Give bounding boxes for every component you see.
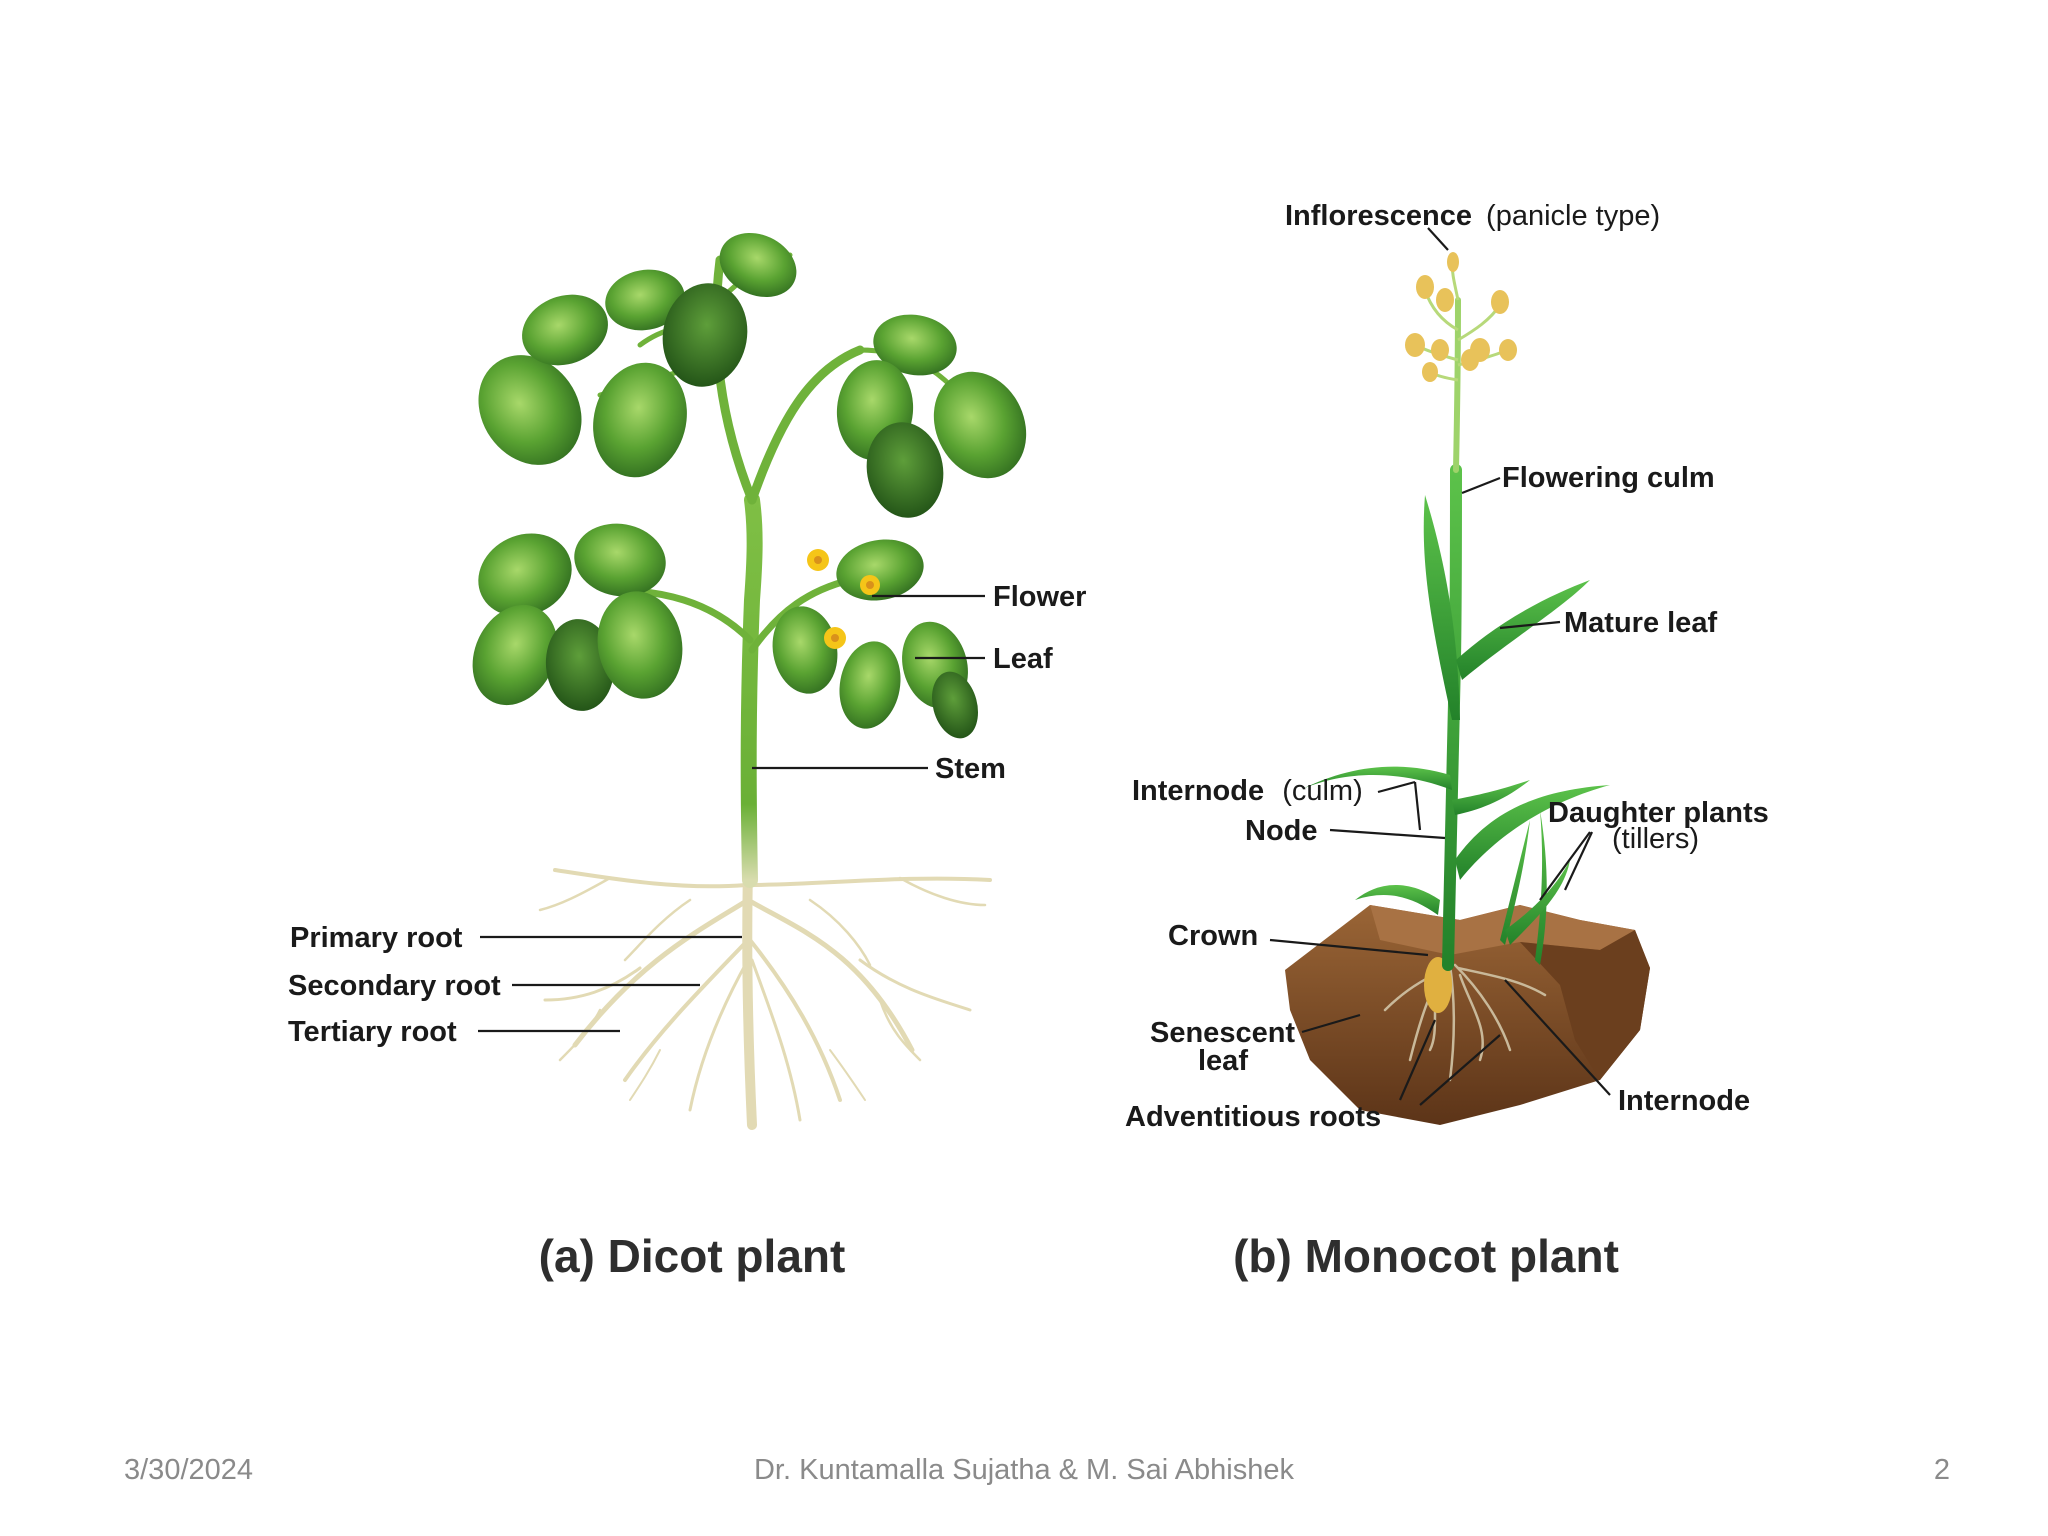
label-crown: Crown	[1168, 920, 1258, 952]
label-adventitious-roots: Adventitious roots	[1125, 1101, 1381, 1133]
label-node: Node	[1245, 815, 1318, 847]
label-internode-culm-note: (culm)	[1282, 775, 1363, 807]
caption-monocot: (b) Monocot plant	[1233, 1230, 1619, 1282]
label-inflorescence-note: (panicle type)	[1486, 200, 1660, 232]
label-primary-root: Primary root	[290, 922, 463, 954]
label-senescent-leaf-line2: leaf	[1198, 1045, 1248, 1077]
label-flower: Flower	[993, 581, 1086, 613]
label-leaf: Leaf	[993, 643, 1053, 675]
label-stem: Stem	[935, 753, 1006, 785]
label-tertiary-root: Tertiary root	[288, 1016, 457, 1048]
dicot-leaves	[472, 232, 1027, 739]
label-daughter-plants: Daughter plants	[1548, 797, 1769, 829]
label-secondary-root: Secondary root	[288, 970, 501, 1002]
label-senescent-leaf-line1: Senescent	[1150, 1017, 1295, 1049]
dicot-plant-illustration	[472, 232, 1027, 1130]
monocot-leaves	[1300, 495, 1610, 965]
label-internode-culm: Internode (culm)	[1132, 775, 1363, 807]
monocot-adventitious-roots	[1383, 963, 1547, 1082]
caption-dicot: (a) Dicot plant	[539, 1230, 846, 1282]
dicot-flowers	[807, 549, 880, 649]
footer-author: Dr. Kuntamalla Sujatha & M. Sai Abhishek	[753, 1454, 1294, 1486]
monocot-panicle	[1405, 252, 1517, 382]
monocot-leader-lines	[1269, 227, 1611, 1106]
monocot-senescent-leaf	[1424, 957, 1452, 1013]
monocot-soil	[1285, 905, 1650, 1125]
footer-page-number: 2	[1933, 1454, 1950, 1486]
label-inflorescence: Inflorescence (panicle type)	[1285, 200, 1660, 232]
label-daughter-plants-note: (tillers)	[1612, 823, 1699, 855]
label-internode-root: Internode	[1618, 1085, 1750, 1117]
monocot-plant-illustration	[1285, 252, 1650, 1125]
label-flowering-culm: Flowering culm	[1502, 462, 1715, 494]
label-mature-leaf: Mature leaf	[1564, 607, 1717, 639]
label-internode-culm-name: Internode	[1132, 775, 1264, 807]
dicot-leader-lines	[478, 594, 985, 1033]
footer-date: 3/30/2024	[124, 1454, 254, 1486]
label-inflorescence-name: Inflorescence	[1285, 200, 1472, 232]
dicot-root-system	[538, 865, 992, 1130]
